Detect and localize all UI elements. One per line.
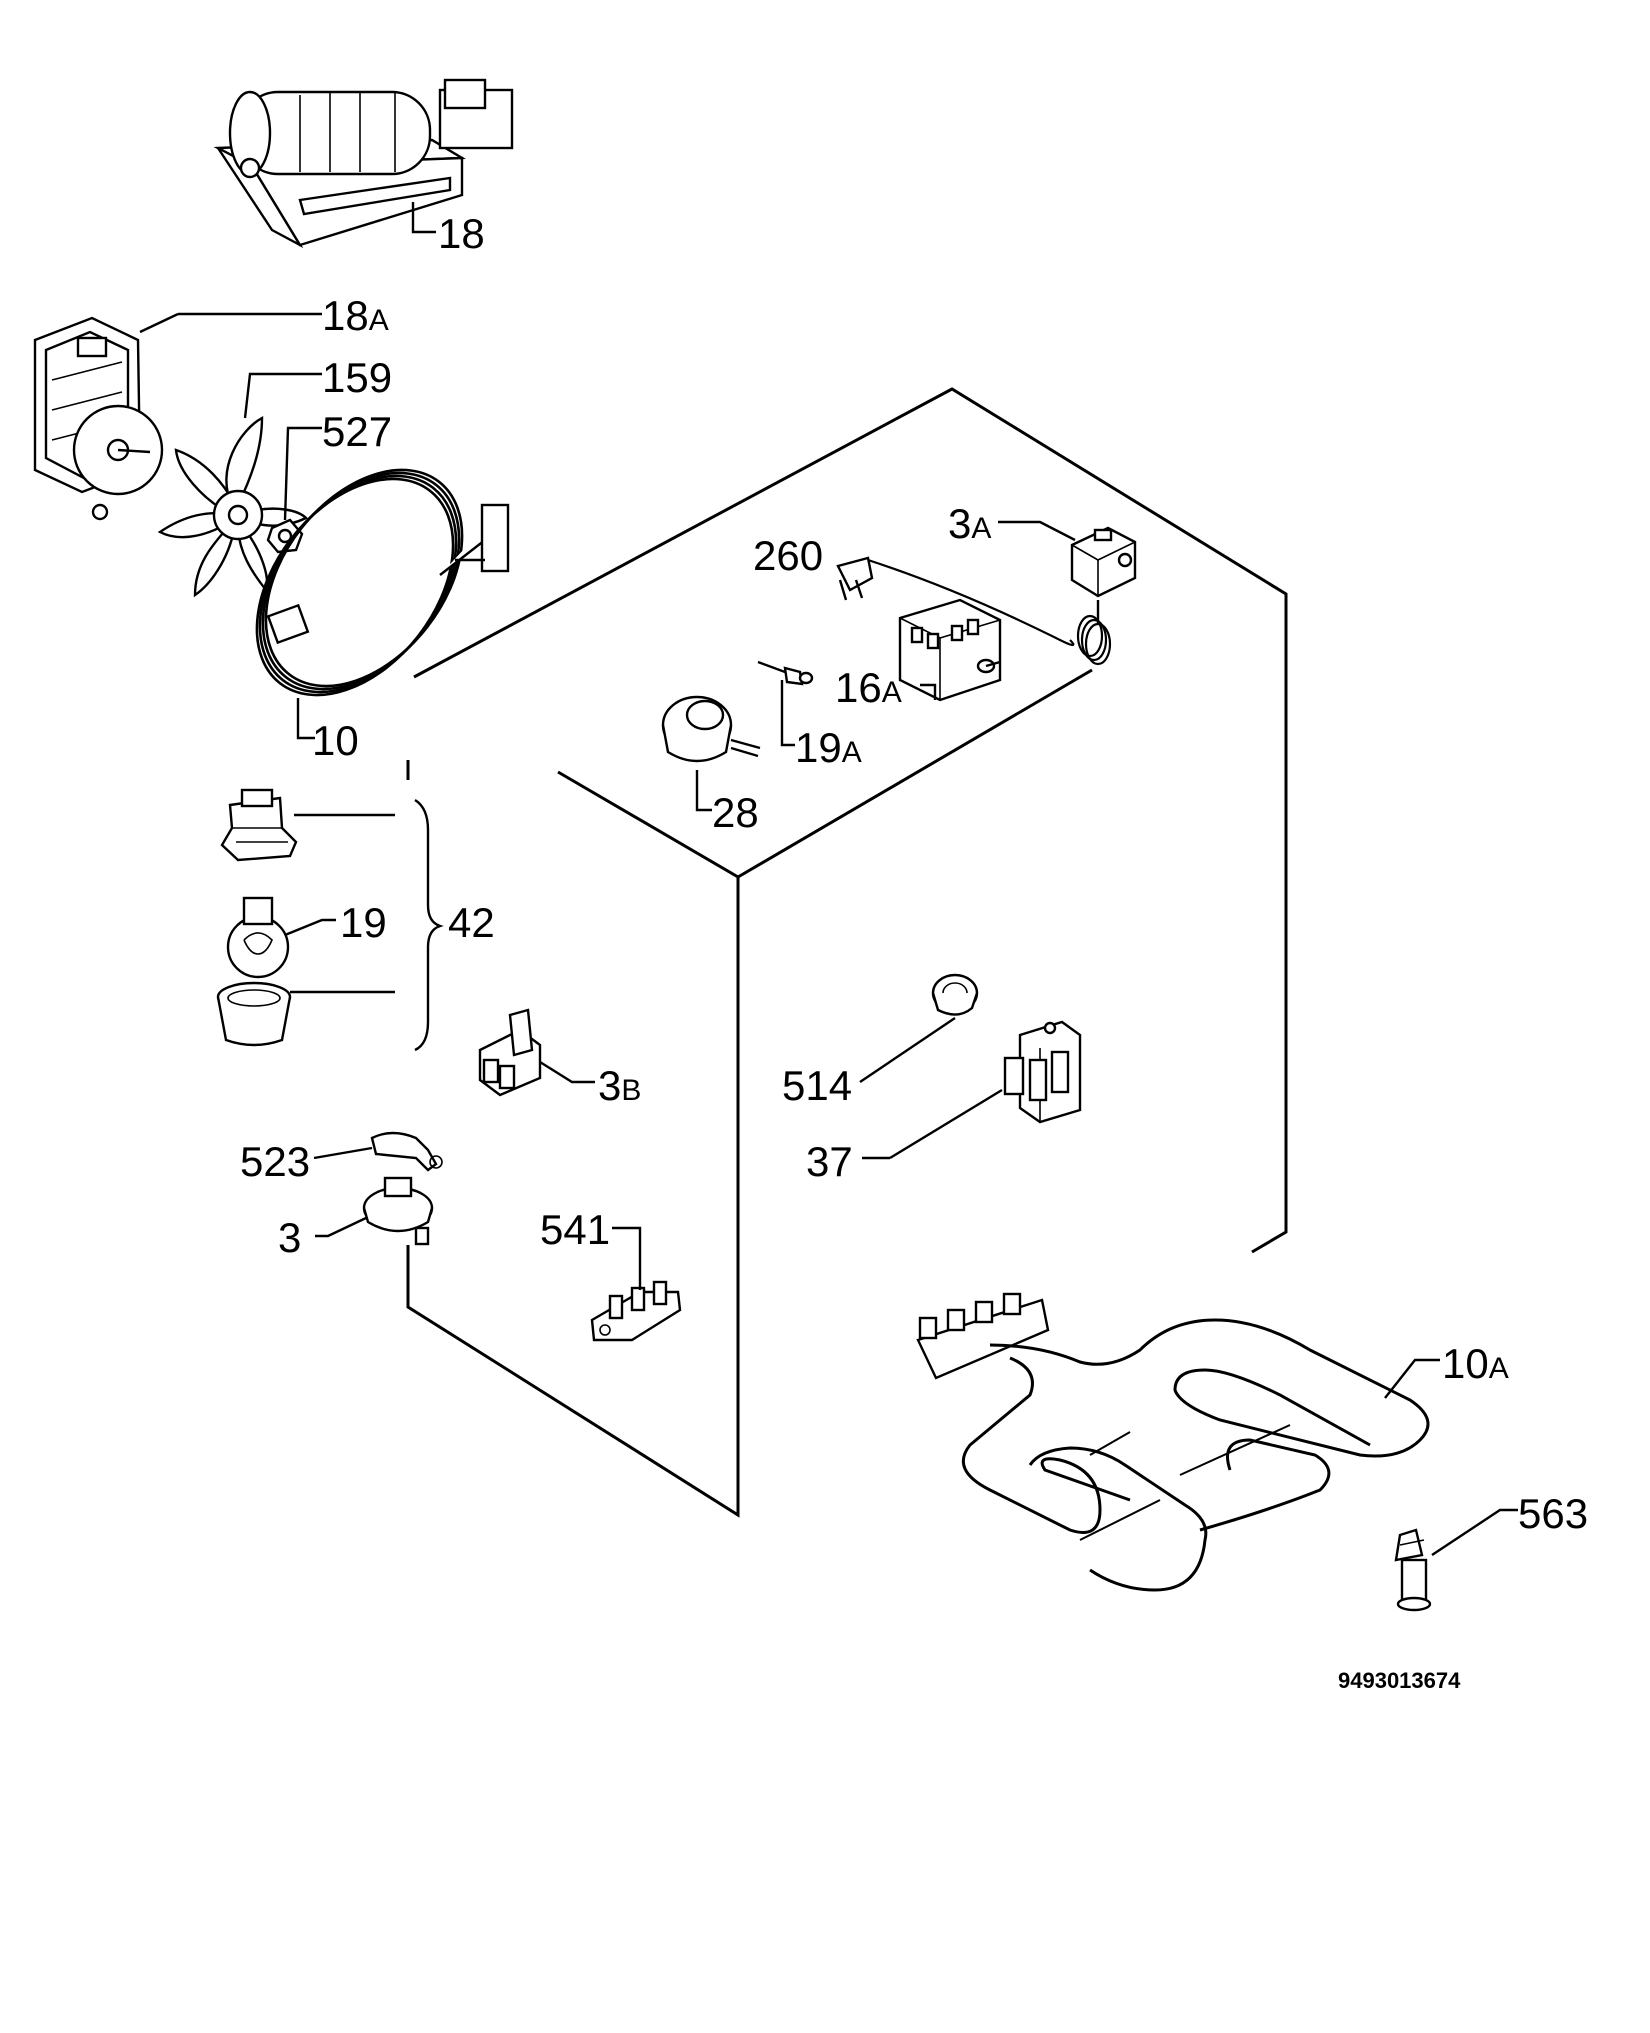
label-523: 523	[240, 1138, 310, 1185]
bracket-42	[414, 798, 444, 1052]
fan-impeller-part	[157, 415, 309, 598]
fan-motor-part	[33, 316, 164, 521]
grill-heating-element-part	[916, 1292, 1430, 1592]
leader-3a	[998, 520, 1076, 542]
leader-16a	[920, 683, 937, 700]
label-563: 563	[1518, 1490, 1588, 1537]
leader-523	[313, 1146, 373, 1160]
leader-3b	[539, 1060, 595, 1084]
label-260: 260	[753, 532, 823, 579]
leader-28	[695, 770, 712, 812]
circular-heating-element-part	[255, 468, 510, 697]
label-16a: 16A	[835, 664, 902, 711]
label-37: 37	[806, 1138, 853, 1185]
oven-foot-part	[1394, 1528, 1432, 1612]
sensor-clip-part	[836, 556, 874, 601]
leader-37	[889, 1088, 1003, 1160]
leader-19a	[780, 680, 795, 747]
lamp-bulb-part	[226, 896, 290, 979]
energy-regulator-part	[661, 695, 761, 763]
label-527: 527	[322, 408, 392, 455]
lamp-lens-part	[931, 973, 979, 1016]
lamp-holder-part	[220, 788, 298, 862]
leader-527	[283, 426, 322, 521]
label-28: 28	[712, 789, 759, 836]
oven-cabinet-outline	[406, 387, 1288, 1518]
leader-10a	[1384, 1358, 1440, 1399]
label-3: 3	[278, 1214, 301, 1261]
leader-563	[1431, 1508, 1518, 1557]
terminal-block-part	[590, 1280, 682, 1342]
label-541: 541	[540, 1206, 610, 1253]
leader-159	[243, 372, 322, 419]
thermal-clip-3b-part	[478, 1008, 542, 1097]
label-18a: 18A	[322, 292, 389, 339]
fan-nut-part	[266, 518, 304, 554]
capillary-thermostat-part	[867, 526, 1137, 666]
diagram-reference-code: 9493013674	[1338, 1668, 1461, 1693]
indicator-lamp-part	[757, 660, 814, 686]
leader-514	[859, 1017, 956, 1083]
lamp-glass-cover-part	[216, 981, 292, 1047]
label-10a: 10A	[1442, 1340, 1509, 1387]
leader-19	[284, 918, 336, 937]
leader-3	[315, 1216, 367, 1238]
safety-thermostat-part	[362, 1176, 434, 1246]
label-3a: 3A	[948, 500, 991, 547]
label-3b: 3B	[598, 1062, 641, 1109]
switch-bracket-part	[1003, 1020, 1082, 1124]
leader-18	[411, 202, 436, 234]
label-514: 514	[782, 1062, 852, 1109]
leader-541	[612, 1226, 642, 1290]
leader-10	[296, 698, 315, 740]
leader-18a	[139, 312, 179, 334]
tangential-fan-part	[213, 78, 514, 249]
selector-switch-part	[898, 598, 1002, 702]
label-159: 159	[322, 354, 392, 401]
label-10: 10	[312, 717, 359, 764]
label-19a: 19A	[795, 724, 862, 771]
label-42: 42	[448, 899, 495, 946]
wire-clip-part	[370, 1131, 443, 1172]
label-18: 18	[438, 210, 485, 257]
label-19: 19	[340, 899, 387, 946]
